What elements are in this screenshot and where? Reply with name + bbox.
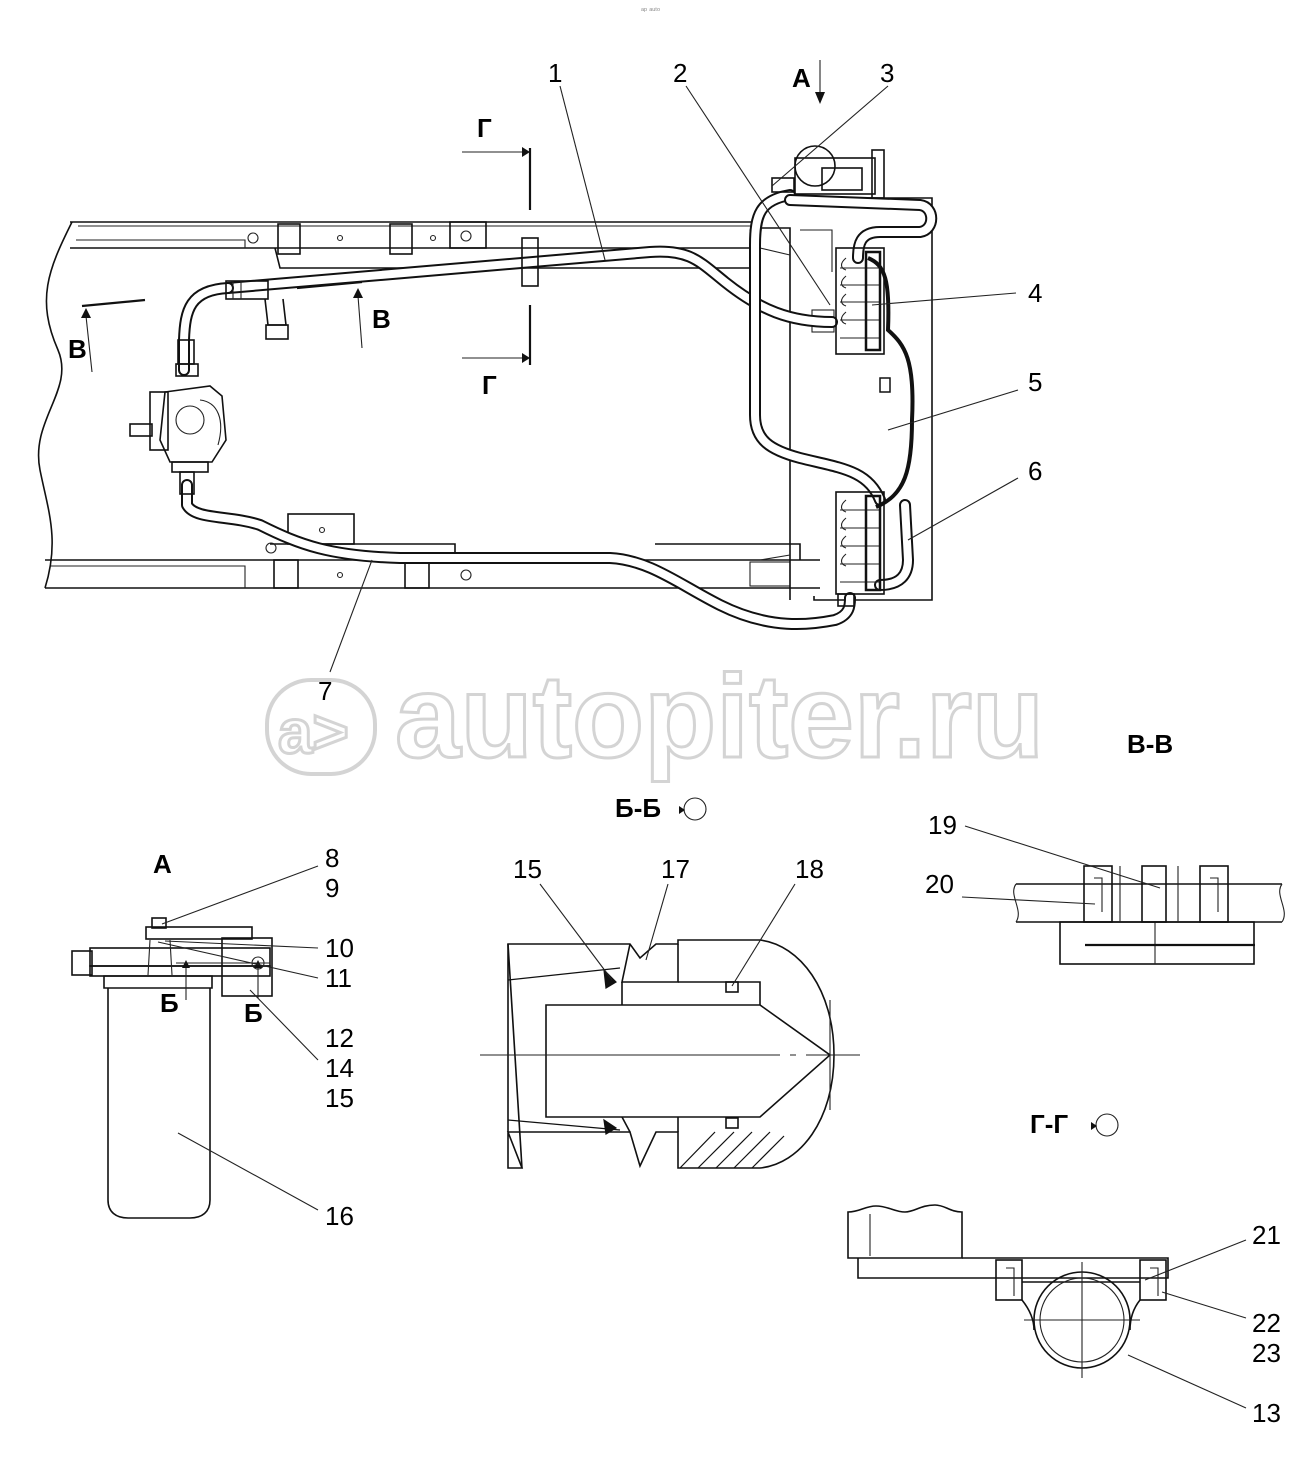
view-arrow-a	[815, 60, 825, 104]
section-vv-title: В-В	[1127, 729, 1173, 759]
callout-2: 2	[673, 58, 687, 88]
callout-12: 12	[325, 1023, 354, 1053]
callout-18: 18	[795, 854, 824, 884]
pump-assembly	[129, 339, 227, 495]
view-a-leaders	[157, 865, 319, 1211]
filter-assembly-view-a	[71, 917, 273, 1219]
view-label-a: А	[792, 63, 811, 93]
section-gg-drawing	[847, 1204, 1169, 1378]
callout-10: 10	[325, 933, 354, 963]
callout-23: 23	[1252, 1338, 1281, 1368]
section-bb-title: Б-Б	[615, 793, 661, 823]
section-vv-drawing	[1013, 865, 1285, 965]
callout-13: 13	[1252, 1398, 1281, 1428]
callout-20: 20	[925, 869, 954, 899]
section-gg-title: Г-Г	[1030, 1109, 1068, 1139]
cut-label-v-left: В	[68, 334, 87, 364]
callout-3: 3	[880, 58, 894, 88]
cut-label-v-right: В	[372, 304, 391, 334]
callout-9: 9	[325, 873, 339, 903]
callout-6: 6	[1028, 456, 1042, 486]
section-bb-leaders	[539, 883, 796, 987]
callout-5: 5	[1028, 367, 1042, 397]
main-leaders	[329, 85, 1019, 673]
watermark-logo: a>	[265, 678, 377, 776]
cut-line-g	[462, 147, 539, 365]
callout-15-a: 15	[325, 1083, 354, 1113]
svg-text:a>: a>	[278, 698, 349, 767]
view-a-title: А	[153, 849, 172, 879]
view-a-cut-b-right: Б	[244, 998, 263, 1028]
callout-1: 1	[548, 58, 562, 88]
hydraulic-pipes	[178, 189, 938, 631]
watermark-text: autopiter.ru	[395, 651, 1044, 783]
callout-22: 22	[1252, 1308, 1281, 1338]
callout-15-bb: 15	[513, 854, 542, 884]
callout-14: 14	[325, 1053, 354, 1083]
section-gg-leaders	[1127, 1239, 1247, 1409]
section-vv-leaders	[961, 825, 1161, 905]
valve-block-lower	[835, 491, 885, 607]
cut-label-g-top: Г	[477, 113, 492, 143]
valve-block-upper	[835, 247, 885, 355]
view-a-cut-b-left: Б	[160, 988, 179, 1018]
callout-17: 17	[661, 854, 690, 884]
filter-top	[771, 145, 885, 199]
cut-line-v	[81, 280, 363, 373]
callout-8: 8	[325, 843, 339, 873]
callout-21: 21	[1252, 1220, 1281, 1250]
callout-11: 11	[325, 963, 352, 993]
rotation-icon-gg	[1095, 1113, 1119, 1137]
callout-16: 16	[325, 1201, 354, 1231]
rotation-icon	[683, 797, 707, 821]
cut-label-g-bottom: Г	[482, 370, 497, 400]
hose-fitting	[225, 280, 289, 340]
top-mark: ᵃᵖ ᵃᵘᵗᵒ	[641, 6, 660, 15]
callout-4: 4	[1028, 278, 1042, 308]
section-bb-drawing	[480, 939, 860, 1169]
callout-19: 19	[928, 810, 957, 840]
callout-7: 7	[318, 676, 332, 706]
